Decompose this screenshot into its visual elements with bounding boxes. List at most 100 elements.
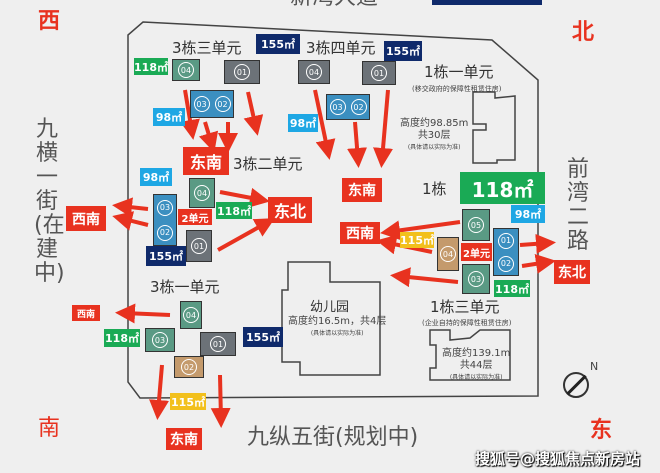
orientation-tag-southwest: 西南 xyxy=(340,222,380,244)
unit-2-tag: 2单元 xyxy=(461,243,492,261)
arrow xyxy=(519,233,556,254)
unit-number: 01 xyxy=(498,232,514,249)
building-3-unit-4-label: 3栋四单元 xyxy=(306,39,376,57)
road-right: 前湾二路 xyxy=(566,157,589,254)
arrow xyxy=(347,121,368,168)
unit-number: 02 xyxy=(181,359,197,375)
unit-number: 01 xyxy=(191,238,207,254)
unit-number: 04 xyxy=(194,185,210,201)
area-tag-118: 118㎡ xyxy=(216,202,252,219)
orientation-tag-southwest: 西南 xyxy=(66,206,106,231)
unit-05[interactable]: 05 xyxy=(462,209,490,241)
arrow xyxy=(210,374,231,428)
arrow xyxy=(149,364,169,420)
building-1-unit-3-outline xyxy=(429,329,511,381)
unit-number: 02 xyxy=(350,99,367,115)
building-1-unit-3-note: (企业自持的保障性租赁住房) xyxy=(422,319,512,327)
unit-04[interactable]: 04 xyxy=(189,178,215,208)
arrow xyxy=(521,253,556,274)
area-tag-98: 98㎡ xyxy=(140,168,172,186)
orientation-tag-northeast: 东北 xyxy=(268,197,312,223)
arrow xyxy=(198,121,219,153)
orientation-tag-southwest: 西南 xyxy=(72,305,100,321)
unit-02[interactable]: 02 xyxy=(174,356,204,378)
unit-03[interactable]: 03 xyxy=(462,264,490,294)
arrow xyxy=(373,89,393,168)
disclaimer: (具体请以实际为准) xyxy=(310,330,364,337)
unit-04[interactable]: 04 xyxy=(172,59,200,81)
arrow xyxy=(380,220,461,241)
unit-number: 03 xyxy=(329,99,346,115)
disclaimer: (具体请以实际为准) xyxy=(449,374,503,381)
height: 高度约16.5m，共4层 xyxy=(288,316,387,327)
arrow xyxy=(112,211,149,231)
unit-number: 02 xyxy=(498,255,514,272)
unit-number: 04 xyxy=(183,307,199,323)
road-top: 新湾大道 xyxy=(290,0,378,10)
area-tag-118: 118㎡ xyxy=(104,329,140,347)
kindergarten-outline xyxy=(281,261,381,376)
arrow xyxy=(217,218,275,252)
height: 高度约139.1m xyxy=(442,348,511,359)
unit-number: 05 xyxy=(468,217,484,233)
arrow xyxy=(180,89,200,140)
direction-west: 西 xyxy=(38,9,61,34)
arrow xyxy=(115,303,171,324)
kindergarten-label: 幼儿园 xyxy=(310,300,350,315)
unit-04[interactable]: 04 xyxy=(180,301,202,329)
unit-number: 04 xyxy=(440,246,456,262)
unit-number: 01 xyxy=(371,65,387,81)
unit-04[interactable]: 04 xyxy=(437,237,459,271)
building-1-unit-3-label: 1栋三单元 xyxy=(430,298,500,316)
unit-01[interactable]: 01 xyxy=(186,230,212,262)
area-tag-118-large: 118㎡ xyxy=(460,172,545,204)
direction-east: 东 xyxy=(590,418,613,443)
area-tag-118: 118㎡ xyxy=(494,280,530,297)
road-bottom: 九纵五街(规划中) xyxy=(247,425,419,450)
area-tag-118: 118㎡ xyxy=(134,58,168,75)
watermark: 搜狐号@搜狐焦点新房站 xyxy=(475,450,641,468)
unit-01[interactable]: 01 xyxy=(224,60,260,84)
disclaimer: (具体请以实际为准) xyxy=(407,144,461,151)
area-tag-98: 98㎡ xyxy=(288,114,318,132)
area-tag-115: 115㎡ xyxy=(400,232,434,248)
unit-number: 03 xyxy=(152,332,168,348)
unit-number: 04 xyxy=(306,64,322,80)
building-3-unit-2-label: 3栋二单元 xyxy=(233,155,303,173)
direction-south: 南 xyxy=(38,416,61,441)
arrow xyxy=(390,267,459,288)
unit-03[interactable]: 03 xyxy=(145,328,175,352)
unit-2-tag: 2单元 xyxy=(178,209,212,225)
height: 高度约98.85m xyxy=(400,118,469,129)
unit-01[interactable]: 01 xyxy=(362,61,396,85)
compass-north-label: N xyxy=(590,360,599,373)
arrow xyxy=(243,91,264,136)
building-3-unit-1-label: 3栋一单元 xyxy=(150,278,220,296)
floors: 共30层 xyxy=(417,130,451,141)
area-tag-155: 155㎡ xyxy=(384,41,422,61)
floors: 共44层 xyxy=(459,360,493,371)
unit-01[interactable]: 01 xyxy=(200,332,236,356)
building-1-unit-1-note: (移交政府的保障性租赁住房) xyxy=(412,85,502,93)
arrow xyxy=(219,187,270,208)
orientation-tag-southeast: 东南 xyxy=(166,428,202,450)
building-3-unit-3-label: 3栋三单元 xyxy=(172,39,242,57)
unit-04[interactable]: 04 xyxy=(298,60,330,84)
building-1-unit-1-outline xyxy=(472,91,516,164)
compass-icon xyxy=(563,372,589,398)
unit-number: 04 xyxy=(178,62,194,78)
unit-number: 03 xyxy=(157,199,173,216)
area-tag-155: 155㎡ xyxy=(243,327,283,347)
unit-number: 03 xyxy=(193,96,210,112)
orientation-tag-southeast: 东南 xyxy=(183,147,229,175)
site-boundary xyxy=(127,21,539,399)
unit-number: 02 xyxy=(214,96,231,112)
